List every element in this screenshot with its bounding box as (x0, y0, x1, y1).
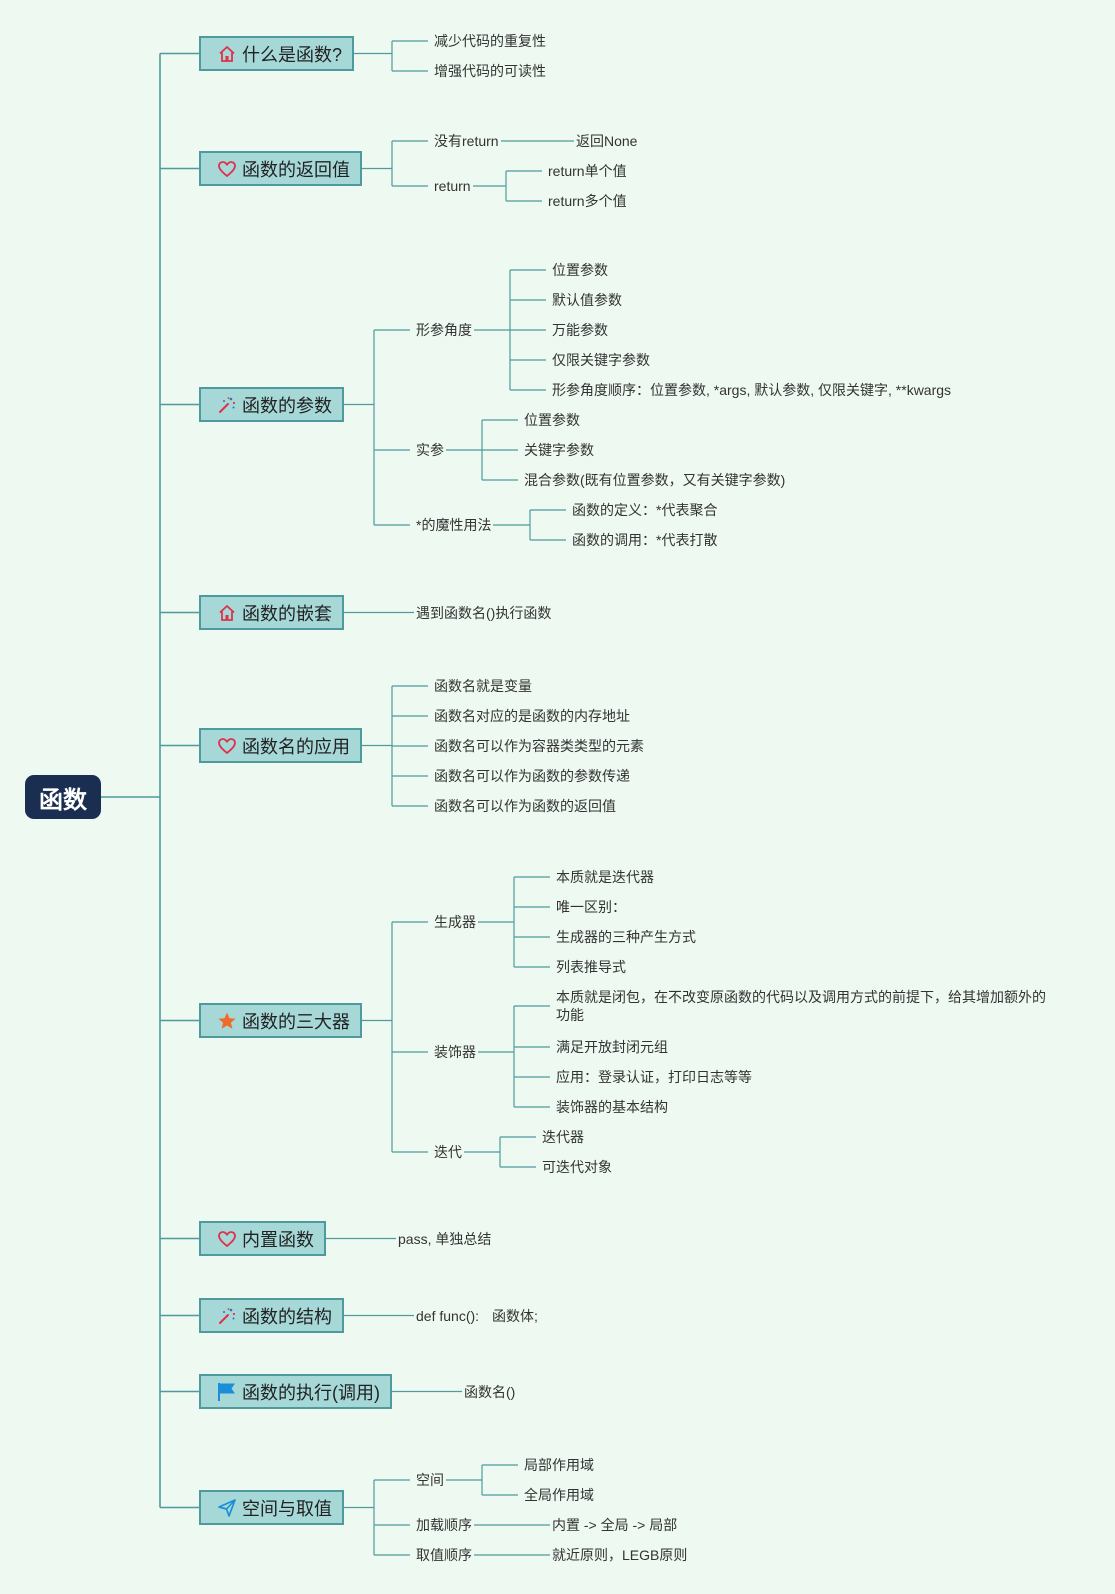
branch-node[interactable]: *的魔性用法 (414, 516, 494, 534)
leaf-node[interactable]: 万能参数 (550, 321, 610, 339)
leaf-node[interactable]: 列表推导式 (554, 958, 628, 976)
leaf-node[interactable]: 迭代器 (540, 1128, 586, 1146)
magic-wand-icon (217, 1306, 237, 1326)
leaf-node[interactable]: 函数体; (490, 1307, 540, 1325)
leaf-node[interactable]: 装饰器的基本结构 (554, 1098, 670, 1116)
leaf-node[interactable]: 函数的调用：*代表打散 (570, 531, 720, 549)
topic-label: 函数的三大器 (242, 1011, 350, 1032)
leaf-node[interactable]: 返回None (574, 132, 640, 150)
topic-structure[interactable]: 函数的结构 (199, 1298, 344, 1333)
topic-builtin-functions[interactable]: 内置函数 (199, 1221, 326, 1256)
leaf-node[interactable]: 函数名就是变量 (432, 677, 534, 695)
topic-label: 内置函数 (242, 1229, 314, 1250)
branch-node[interactable]: 形参角度 (414, 321, 474, 339)
leaf-node[interactable]: 函数的定义：*代表聚合 (570, 501, 720, 519)
leaf-node[interactable]: 就近原则，LEGB原则 (550, 1546, 690, 1564)
branch-node[interactable]: 空间 (414, 1471, 446, 1489)
leaf-node[interactable]: 全局作用域 (522, 1486, 596, 1504)
leaf-node[interactable]: return多个值 (546, 192, 629, 210)
leaf-node[interactable]: 位置参数 (550, 261, 610, 279)
topic-label: 函数名的应用 (242, 736, 350, 757)
leaf-node[interactable]: 应用：登录认证，打印日志等等 (554, 1068, 754, 1086)
leaf-node[interactable]: 内置 -> 全局 -> 局部 (550, 1516, 680, 1534)
topic-label: 函数的嵌套 (242, 603, 332, 624)
topic-label: 函数的返回值 (242, 159, 350, 180)
branch-node[interactable]: 生成器 (432, 913, 478, 931)
paper-plane-icon (217, 1498, 237, 1518)
branch-node[interactable]: 没有return (432, 132, 501, 150)
topic-three-tools[interactable]: 函数的三大器 (199, 1003, 362, 1038)
heart-icon (217, 736, 237, 756)
branch-node[interactable]: def func(): (414, 1307, 482, 1325)
leaf-node[interactable]: 默认值参数 (550, 291, 624, 309)
home-icon (217, 603, 237, 623)
leaf-node[interactable]: 生成器的三种产生方式 (554, 928, 698, 946)
leaf-node[interactable]: 局部作用域 (522, 1456, 596, 1474)
leaf-node[interactable]: 混合参数(既有位置参数，又有关键字参数) (522, 471, 788, 489)
leaf-node[interactable]: 满足开放封闭元组 (554, 1038, 670, 1056)
topic-return-value[interactable]: 函数的返回值 (199, 151, 362, 186)
home-icon (217, 44, 237, 64)
leaf-node[interactable]: 函数名可以作为函数的参数传递 (432, 767, 632, 785)
leaf-node[interactable]: 位置参数 (522, 411, 582, 429)
leaf-node[interactable]: return单个值 (546, 162, 629, 180)
leaf-node[interactable]: 函数名可以作为函数的返回值 (432, 797, 618, 815)
root-label: 函数 (39, 786, 87, 814)
branch-node[interactable]: return (432, 177, 473, 195)
branch-node[interactable]: 装饰器 (432, 1043, 478, 1061)
topic-label: 什么是函数? (242, 44, 343, 65)
leaf-node[interactable]: 仅限关键字参数 (550, 351, 652, 369)
heart-icon (217, 159, 237, 179)
leaf-node[interactable]: 减少代码的重复性 (432, 32, 548, 50)
branch-node[interactable]: 加载顺序 (414, 1516, 474, 1534)
heart-icon (217, 1229, 237, 1249)
topic-label: 函数的结构 (242, 1306, 332, 1327)
topic-execution[interactable]: 函数的执行(调用) (199, 1374, 392, 1409)
leaf-node[interactable]: 增强代码的可读性 (432, 62, 548, 80)
branch-node[interactable]: 实参 (414, 441, 446, 459)
leaf-node[interactable]: 函数名对应的是函数的内存地址 (432, 707, 632, 725)
leaf-node[interactable]: 关键字参数 (522, 441, 596, 459)
topic-what-is-function[interactable]: 什么是函数? (199, 36, 355, 71)
topic-label: 空间与取值 (242, 1498, 332, 1519)
leaf-node[interactable]: pass, 单独总结 (396, 1230, 494, 1248)
leaf-node[interactable]: 函数名() (462, 1383, 518, 1401)
branch-node[interactable]: 取值顺序 (414, 1546, 474, 1564)
leaf-node[interactable]: 本质就是迭代器 (554, 868, 656, 886)
leaf-node[interactable]: 唯一区别： (554, 898, 628, 916)
topic-function-name-usage[interactable]: 函数名的应用 (199, 728, 362, 763)
topic-label: 函数的执行(调用) (242, 1382, 380, 1403)
magic-wand-icon (217, 395, 237, 415)
leaf-node[interactable]: 遇到函数名()执行函数 (414, 604, 554, 622)
leaf-node[interactable]: 可迭代对象 (540, 1158, 614, 1176)
branch-node[interactable]: 迭代 (432, 1143, 464, 1161)
topic-label: 函数的参数 (242, 395, 332, 416)
root-node[interactable]: 函数 (25, 775, 101, 819)
leaf-node[interactable]: 本质就是闭包，在不改变原函数的代码以及调用方式的前提下，给其增加额外的功能 (554, 988, 1053, 1024)
topic-nesting[interactable]: 函数的嵌套 (199, 595, 344, 630)
star-icon (217, 1011, 237, 1031)
flag-icon (217, 1382, 237, 1402)
leaf-node[interactable]: 形参角度顺序：位置参数, *args, 默认参数, 仅限关键字, **kwarg… (550, 381, 954, 399)
topic-parameters[interactable]: 函数的参数 (199, 387, 344, 422)
topic-namespace[interactable]: 空间与取值 (199, 1490, 344, 1525)
leaf-node[interactable]: 函数名可以作为容器类类型的元素 (432, 737, 646, 755)
